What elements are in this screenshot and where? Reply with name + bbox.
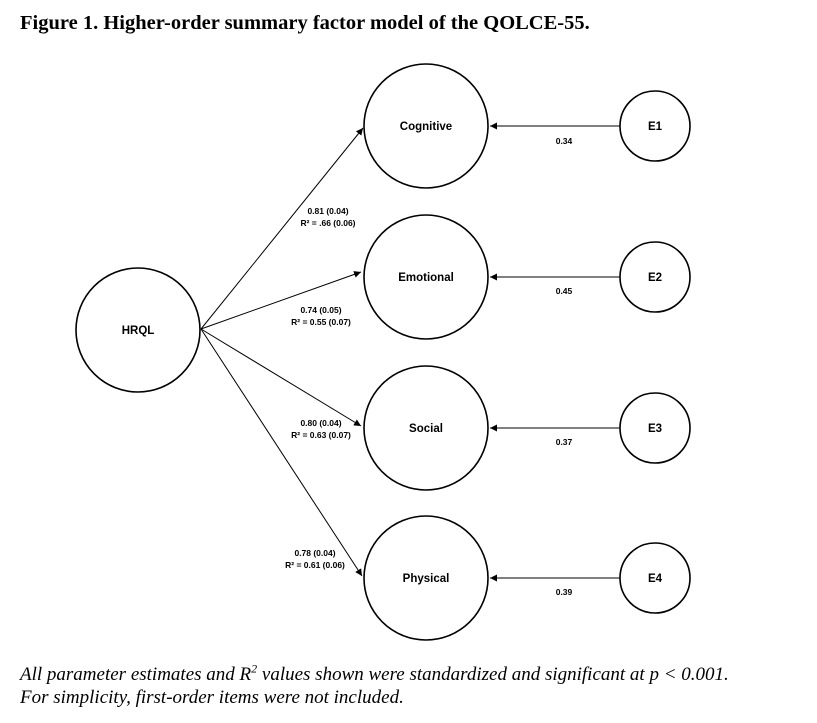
- figure-title: Figure 1. Higher-order summary factor mo…: [20, 12, 590, 34]
- figure-note-line-2: For simplicity, first-order items were n…: [20, 687, 404, 708]
- loading-physical-r2: R² = 0.61 (0.06): [285, 560, 345, 570]
- node-e4: E4: [619, 542, 691, 614]
- node-hrql-label: HRQL: [122, 325, 155, 337]
- node-physical-label: Physical: [403, 573, 450, 585]
- node-emotional-label: Emotional: [398, 272, 454, 284]
- path-hrql-cognitive: [200, 127, 364, 330]
- node-e2-label: E2: [648, 272, 662, 284]
- error-e4-value: 0.39: [556, 587, 573, 597]
- error-e3-value: 0.37: [556, 437, 573, 447]
- path-hrql-emotional: [200, 271, 362, 330]
- node-e1-label: E1: [648, 121, 663, 133]
- node-social: Social: [363, 365, 489, 491]
- node-emotional: Emotional: [363, 214, 489, 340]
- loading-social-estimate: 0.80 (0.04): [300, 418, 341, 428]
- figure-note-line-1: All parameter estimates and R2 values sh…: [20, 661, 729, 685]
- path-hrql-physical: [200, 328, 363, 577]
- figure-note: All parameter estimates and R2 values sh…: [20, 663, 729, 709]
- node-e2: E2: [619, 241, 691, 313]
- node-e3: E3: [619, 392, 691, 464]
- loading-emotional-estimate: 0.74 (0.05): [300, 305, 341, 315]
- loading-physical-estimate: 0.78 (0.04): [294, 548, 335, 558]
- node-physical: Physical: [363, 515, 489, 641]
- node-cognitive: Cognitive: [363, 63, 489, 189]
- factor-model-diagram: HRQL Cognitive Emotional Social Physical…: [75, 63, 691, 641]
- loading-cognitive-estimate: 0.81 (0.04): [307, 206, 348, 216]
- error-e1-value: 0.34: [556, 136, 573, 146]
- loading-cognitive-r2: R² = .66 (0.06): [300, 218, 355, 228]
- node-hrql: HRQL: [75, 267, 201, 393]
- node-e3-label: E3: [648, 423, 662, 435]
- node-e4-label: E4: [648, 573, 663, 585]
- node-e1: E1: [619, 90, 691, 162]
- loading-social-r2: R² = 0.63 (0.07): [291, 430, 351, 440]
- node-social-label: Social: [409, 423, 443, 435]
- loading-emotional-r2: R² = 0.55 (0.07): [291, 317, 351, 327]
- node-cognitive-label: Cognitive: [400, 121, 452, 133]
- path-hrql-social: [200, 328, 362, 427]
- error-e2-value: 0.45: [556, 286, 573, 296]
